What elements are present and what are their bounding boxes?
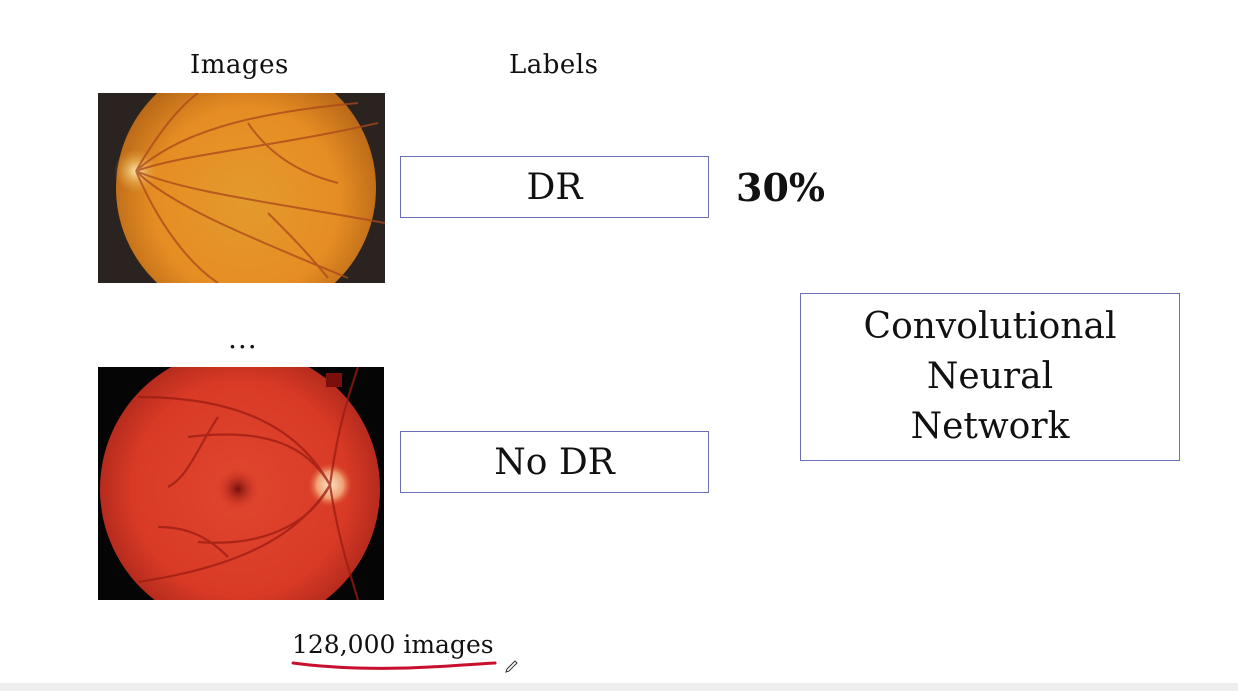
label-box-dr: DR bbox=[400, 156, 709, 218]
cnn-box: Convolutional Neural Network bbox=[800, 293, 1180, 461]
ellipsis: ... bbox=[228, 322, 258, 355]
pen-cursor-icon bbox=[505, 660, 518, 673]
fundus-image-no-dr bbox=[98, 367, 384, 600]
dr-percentage: 30% bbox=[736, 165, 825, 210]
label-box-no-dr: No DR bbox=[400, 431, 709, 493]
red-underline-annotation bbox=[291, 661, 497, 670]
labels-heading: Labels bbox=[509, 50, 599, 80]
dataset-count: 128,000 images bbox=[292, 630, 494, 659]
fundus-image-dr bbox=[98, 93, 385, 283]
label-dr-text: DR bbox=[526, 166, 583, 208]
cnn-line-3: Network bbox=[910, 406, 1070, 447]
cnn-line-2: Neural bbox=[926, 356, 1054, 397]
bottom-bar bbox=[0, 683, 1238, 691]
cnn-line-1: Convolutional bbox=[863, 306, 1117, 347]
label-no-dr-text: No DR bbox=[494, 441, 615, 483]
images-heading: Images bbox=[190, 50, 289, 80]
